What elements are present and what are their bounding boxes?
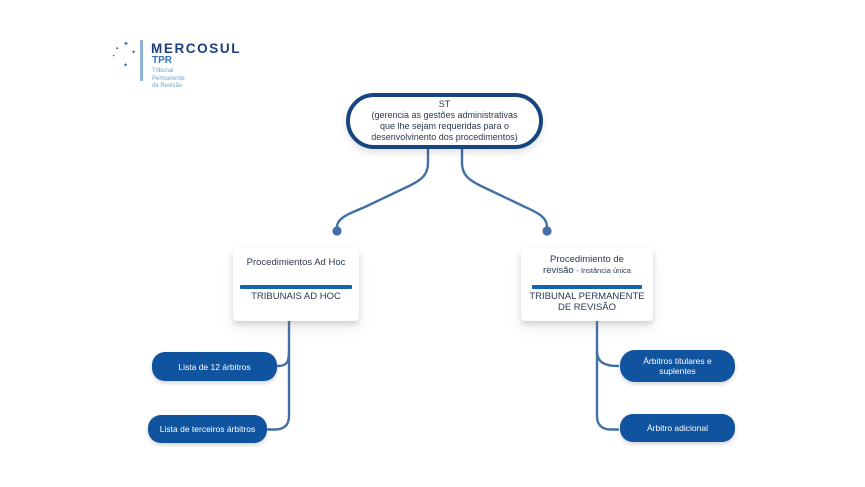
connector-left-to-pill1 <box>276 349 291 368</box>
logo-acronym: TPR <box>152 55 172 66</box>
pill-arbitro-adicional: Árbitro adicional <box>620 414 735 442</box>
root-node-st: ST (gerencia as gestões administrativas … <box>346 93 543 149</box>
connector-root-to-left <box>335 147 430 229</box>
star-icon: ✦ <box>123 41 129 48</box>
star-icon: ✦ <box>131 50 137 56</box>
logo-subtitle-line2: de Revisão <box>152 83 183 89</box>
root-node-line2: (gerencia as gestões administrativas <box>371 110 518 120</box>
logo-title: MERCOSUL <box>151 41 242 56</box>
right-card-subtitle-line2: DE REVISÃO <box>557 301 617 313</box>
connector-dot-right <box>542 226 552 236</box>
connector-root-to-right <box>460 147 549 229</box>
star-icon: ✦ <box>115 46 120 52</box>
right-card-title-line2-main: revisão <box>543 265 574 276</box>
star-icon: ✦ <box>123 63 129 69</box>
right-card-subtitle-line1: TRIBUNAL PERMANENTE <box>529 291 645 302</box>
pill-label: Árbitro adicional <box>647 423 708 433</box>
card-procedimientos-ad-hoc: Procedimientos Ad Hoc TRIBUNAIS AD HOC <box>233 248 359 321</box>
root-node-line1: ST <box>438 99 451 109</box>
card-procedimiento-de-revisao: Procedimiento de revisão - Instância úni… <box>521 248 653 321</box>
logo-subtitle: Tribunal Permanente de Revisão <box>152 68 185 91</box>
connector-right-to-pill1 <box>595 349 620 368</box>
left-card-title: Procedimientos Ad Hoc <box>246 257 346 268</box>
right-card-subtitle: TRIBUNAL PERMANENTE DE REVISÃO <box>521 291 653 313</box>
pill-label: Árbitros titulares e suplentes <box>643 356 712 376</box>
left-card-divider <box>240 285 352 289</box>
right-card-divider <box>532 285 642 289</box>
pill-lista-de-12-arbitros: Lista de 12 árbitros <box>152 352 277 381</box>
connector-dot-left <box>332 226 342 236</box>
root-node-line3: que lhe sejam requeridas para o <box>379 121 510 131</box>
right-card-title-line2: revisão - Instância única <box>521 265 653 276</box>
connector-right-card-down <box>595 319 620 431</box>
right-card-title-note: - Instância única <box>576 266 631 275</box>
right-card-title: Procedimiento de revisão - Instância úni… <box>521 254 653 276</box>
star-icon: ✦ <box>112 53 116 58</box>
logo-subtitle-line1: Tribunal Permanente <box>152 68 185 82</box>
pill-arbitros-titulares-e-suplentes: Árbitros titulares e suplentes <box>620 350 735 382</box>
pill-label: Lista de terceiros árbitros <box>159 424 256 434</box>
logo-divider-bar <box>140 40 143 81</box>
left-card-subtitle: TRIBUNAIS AD HOC <box>251 291 341 302</box>
right-card-title-line1: Procedimiento de <box>550 254 624 265</box>
pill-label: Lista de 12 árbitros <box>178 361 251 372</box>
root-node-line4: desenvolvinento dos procedimentos) <box>371 132 518 142</box>
pill-lista-de-terceiros-arbitros: Lista de terceiros árbitros <box>148 415 267 443</box>
